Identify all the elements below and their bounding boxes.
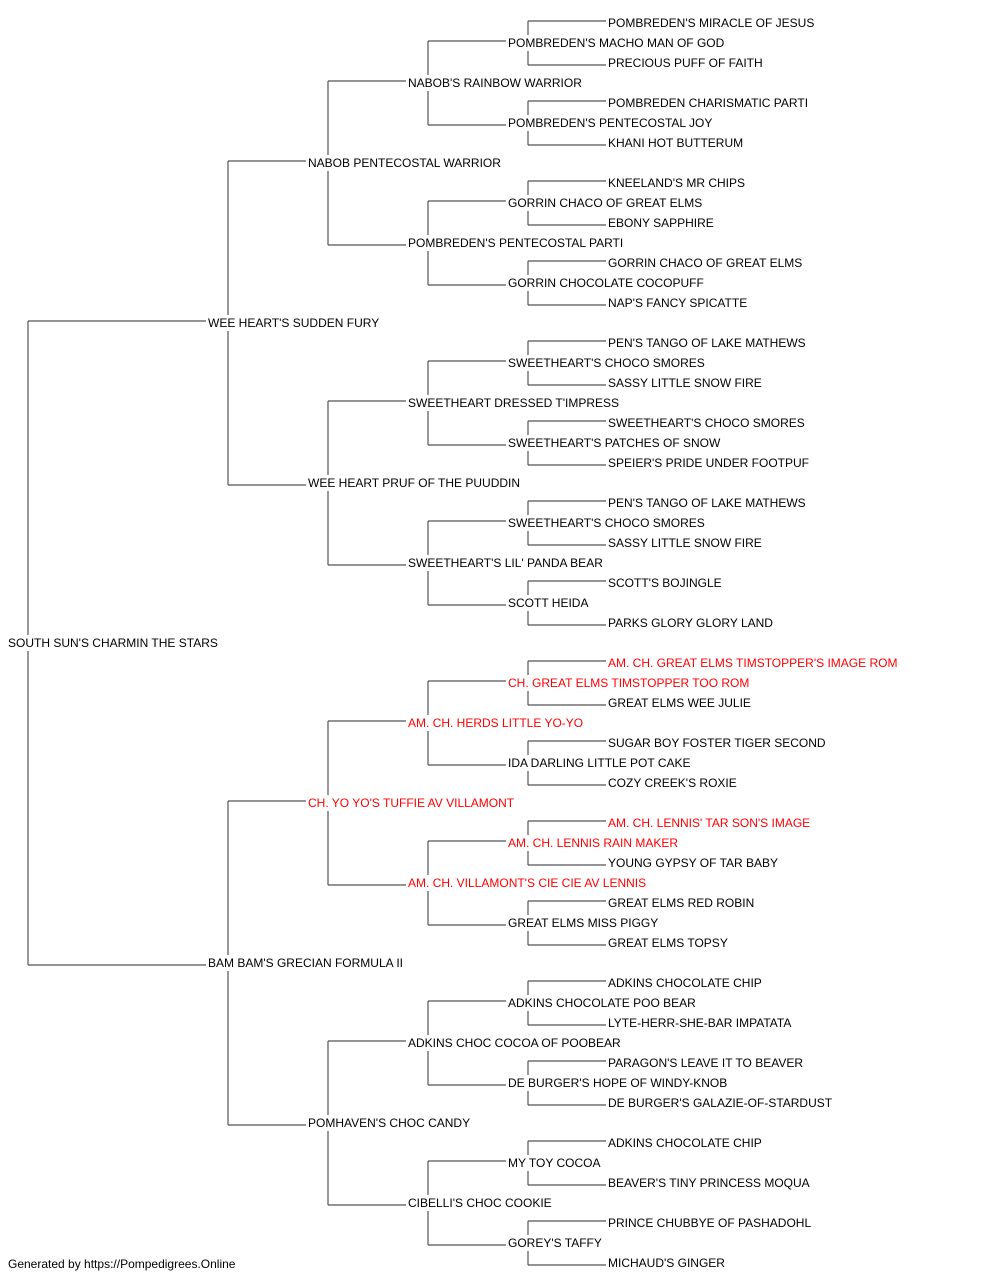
ancestor-gen5-19: SUGAR BOY FOSTER TIGER SECOND (608, 736, 826, 750)
ancestor-gen4-14: DE BURGER'S HOPE OF WINDY-KNOB (508, 1076, 728, 1090)
subject-dog-name: SOUTH SUN'S CHARMIN THE STARS (8, 636, 218, 650)
ancestor-gen4-1: POMBREDEN'S MACHO MAN OF GOD (508, 36, 725, 50)
ancestor-gen4-7: SWEETHEART'S CHOCO SMORES (508, 516, 705, 530)
ancestor-gen4-13: ADKINS CHOCOLATE POO BEAR (508, 996, 696, 1010)
ancestor-gen2-1: NABOB PENTECOSTAL WARRIOR (308, 156, 501, 170)
ancestor-gen5-5: KNEELAND'S MR CHIPS (608, 176, 745, 190)
ancestor-gen3-1: NABOB'S RAINBOW WARRIOR (408, 76, 582, 90)
ancestor-gen4-4: GORRIN CHOCOLATE COCOPUFF (508, 276, 704, 290)
ancestor-gen5-3: POMBREDEN CHARISMATIC PARTI (608, 96, 809, 110)
ancestor-gen1-1: WEE HEART'S SUDDEN FURY (208, 316, 380, 330)
ancestor-gen4-8: SCOTT HEIDA (508, 596, 589, 610)
ancestor-gen3-2: POMBREDEN'S PENTECOSTAL PARTI (408, 236, 624, 250)
ancestor-gen5-11: SWEETHEART'S CHOCO SMORES (608, 416, 805, 430)
ancestor-gen5-8: NAP'S FANCY SPICATTE (608, 296, 748, 310)
ancestor-gen4-5: SWEETHEART'S CHOCO SMORES (508, 356, 705, 370)
generated-by-footer: Generated by https://Pompedigrees.Online (8, 1257, 236, 1271)
ancestor-gen5-13: PEN'S TANGO OF LAKE MATHEWS (608, 496, 806, 510)
ancestor-gen2-4: POMHAVEN'S CHOC CANDY (308, 1116, 471, 1130)
ancestor-gen4-15: MY TOY COCOA (508, 1156, 601, 1170)
ancestor-gen3-8: CIBELLI'S CHOC COOKIE (408, 1196, 552, 1210)
ancestor-gen4-3: GORRIN CHACO OF GREAT ELMS (508, 196, 703, 210)
ancestor-gen5-21: AM. CH. LENNIS' TAR SON'S IMAGE (608, 816, 811, 830)
ancestor-gen5-15: SCOTT'S BOJINGLE (608, 576, 722, 590)
ancestor-gen5-18: GREAT ELMS WEE JULIE (608, 696, 751, 710)
ancestor-gen3-6: AM. CH. VILLAMONT'S CIE CIE AV LENNIS (408, 876, 647, 890)
ancestor-gen5-30: BEAVER'S TINY PRINCESS MOQUA (608, 1176, 810, 1190)
ancestor-gen5-16: PARKS GLORY GLORY LAND (608, 616, 773, 630)
ancestor-gen5-2: PRECIOUS PUFF OF FAITH (608, 56, 763, 70)
ancestor-gen4-2: POMBREDEN'S PENTECOSTAL JOY (508, 116, 713, 130)
ancestor-gen5-29: ADKINS CHOCOLATE CHIP (608, 1136, 762, 1150)
ancestor-gen5-23: GREAT ELMS RED ROBIN (608, 896, 755, 910)
ancestor-gen1-2: BAM BAM'S GRECIAN FORMULA II (208, 956, 403, 970)
ancestor-gen5-4: KHANI HOT BUTTERUM (608, 136, 744, 150)
ancestor-gen5-1: POMBREDEN'S MIRACLE OF JESUS (608, 16, 815, 30)
ancestor-gen4-11: AM. CH. LENNIS RAIN MAKER (508, 836, 679, 850)
ancestor-gen5-9: PEN'S TANGO OF LAKE MATHEWS (608, 336, 806, 350)
ancestor-gen5-12: SPEIER'S PRIDE UNDER FOOTPUF (608, 456, 809, 470)
ancestor-gen5-7: GORRIN CHACO OF GREAT ELMS (608, 256, 803, 270)
ancestor-gen5-28: DE BURGER'S GALAZIE-OF-STARDUST (608, 1096, 833, 1110)
ancestor-gen2-2: WEE HEART PRUF OF THE PUUDDIN (308, 476, 521, 490)
ancestor-gen5-26: LYTE-HERR-SHE-BAR IMPATATA (608, 1016, 792, 1030)
ancestor-gen3-4: SWEETHEART'S LIL' PANDA BEAR (408, 556, 603, 570)
ancestor-gen5-27: PARAGON'S LEAVE IT TO BEAVER (608, 1056, 804, 1070)
ancestor-gen3-3: SWEETHEART DRESSED T'IMPRESS (408, 396, 620, 410)
ancestor-gen5-25: ADKINS CHOCOLATE CHIP (608, 976, 762, 990)
ancestor-gen5-10: SASSY LITTLE SNOW FIRE (608, 376, 762, 390)
ancestor-gen3-5: AM. CH. HERDS LITTLE YO-YO (408, 716, 584, 730)
ancestor-gen5-31: PRINCE CHUBBYE OF PASHADOHL (608, 1216, 812, 1230)
ancestor-gen5-32: MICHAUD'S GINGER (608, 1256, 725, 1270)
ancestor-gen4-9: CH. GREAT ELMS TIMSTOPPER TOO ROM (508, 676, 750, 690)
ancestor-gen4-10: IDA DARLING LITTLE POT CAKE (508, 756, 691, 770)
ancestor-gen2-3: CH. YO YO'S TUFFIE AV VILLAMONT (308, 796, 515, 810)
ancestor-gen5-22: YOUNG GYPSY OF TAR BABY (608, 856, 779, 870)
ancestor-gen4-6: SWEETHEART'S PATCHES OF SNOW (508, 436, 721, 450)
ancestor-gen5-24: GREAT ELMS TOPSY (608, 936, 728, 950)
ancestor-gen5-20: COZY CREEK'S ROXIE (608, 776, 737, 790)
ancestor-gen5-17: AM. CH. GREAT ELMS TIMSTOPPER'S IMAGE RO… (608, 656, 898, 670)
ancestor-gen4-12: GREAT ELMS MISS PIGGY (508, 916, 659, 930)
ancestor-gen5-6: EBONY SAPPHIRE (608, 216, 714, 230)
ancestor-gen3-7: ADKINS CHOC COCOA OF POOBEAR (408, 1036, 621, 1050)
ancestor-gen4-16: GOREY'S TAFFY (508, 1236, 602, 1250)
ancestor-gen5-14: SASSY LITTLE SNOW FIRE (608, 536, 762, 550)
